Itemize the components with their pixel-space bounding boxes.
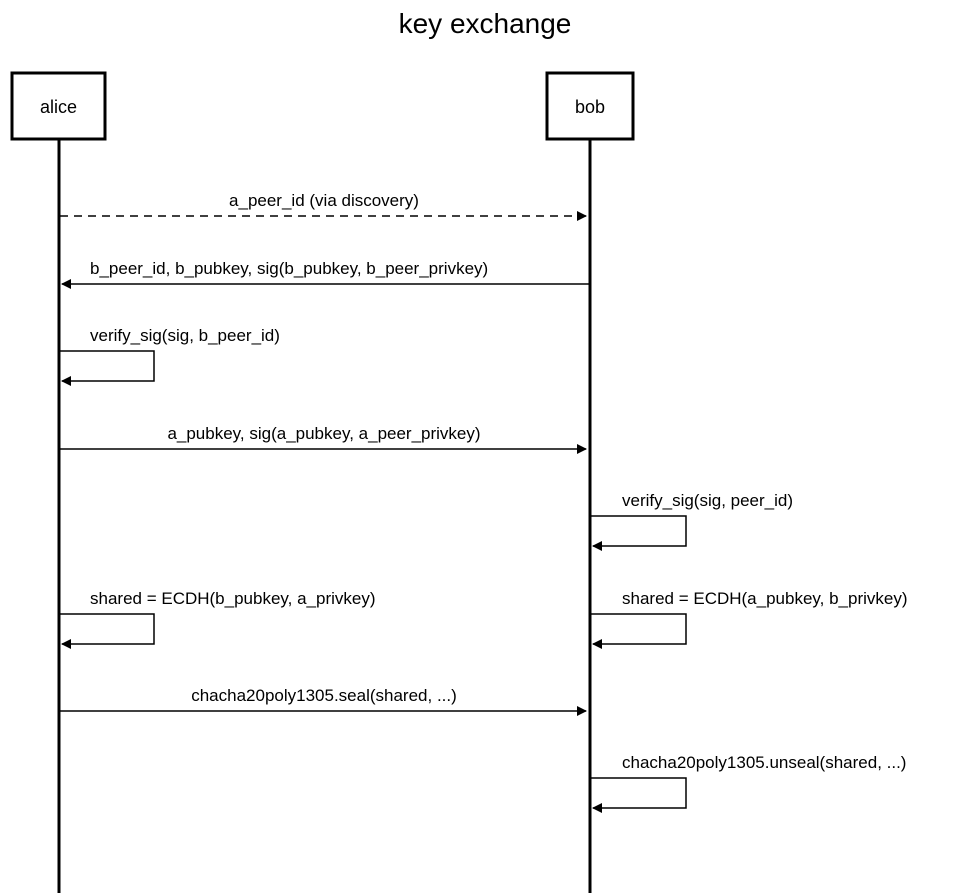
- self-loop-arrow: [60, 350, 155, 386]
- message-label: verify_sig(sig, b_peer_id): [90, 326, 280, 345]
- self-loop-arrow: [591, 515, 687, 551]
- message-label: chacha20poly1305.unseal(shared, ...): [622, 753, 906, 772]
- message-async-discovery: a_peer_id (via discovery): [60, 191, 587, 221]
- message-label: b_peer_id, b_pubkey, sig(b_pubkey, b_pee…: [90, 259, 488, 278]
- message-label: chacha20poly1305.seal(shared, ...): [191, 686, 457, 705]
- message-alice-keys: a_pubkey, sig(a_pubkey, a_peer_privkey): [60, 424, 587, 454]
- message-self-bob-verify: verify_sig(sig, peer_id): [591, 491, 793, 551]
- self-loop-arrow: [60, 613, 155, 649]
- message-self-alice-ecdh: shared = ECDH(b_pubkey, a_privkey): [60, 589, 376, 649]
- actor-bob: bob: [545, 71, 635, 141]
- message-bob-keys: b_peer_id, b_pubkey, sig(b_pubkey, b_pee…: [61, 259, 589, 289]
- actor-alice: alice: [10, 71, 107, 141]
- actor-label-bob: bob: [575, 97, 605, 117]
- self-loop-arrow: [591, 613, 687, 649]
- message-self-bob-ecdh: shared = ECDH(a_pubkey, b_privkey): [591, 589, 908, 649]
- message-label: a_peer_id (via discovery): [229, 191, 419, 210]
- message-alice-seal: chacha20poly1305.seal(shared, ...): [60, 686, 587, 716]
- message-label: verify_sig(sig, peer_id): [622, 491, 793, 510]
- message-label: shared = ECDH(b_pubkey, a_privkey): [90, 589, 376, 608]
- message-self-bob-unseal: chacha20poly1305.unseal(shared, ...): [591, 753, 906, 813]
- diagram-title: key exchange: [399, 8, 572, 39]
- self-loop-arrow: [591, 777, 687, 813]
- message-self-alice-verify: verify_sig(sig, b_peer_id): [60, 326, 280, 386]
- actor-label-alice: alice: [40, 97, 77, 117]
- message-label: a_pubkey, sig(a_pubkey, a_peer_privkey): [167, 424, 480, 443]
- message-label: shared = ECDH(a_pubkey, b_privkey): [622, 589, 908, 608]
